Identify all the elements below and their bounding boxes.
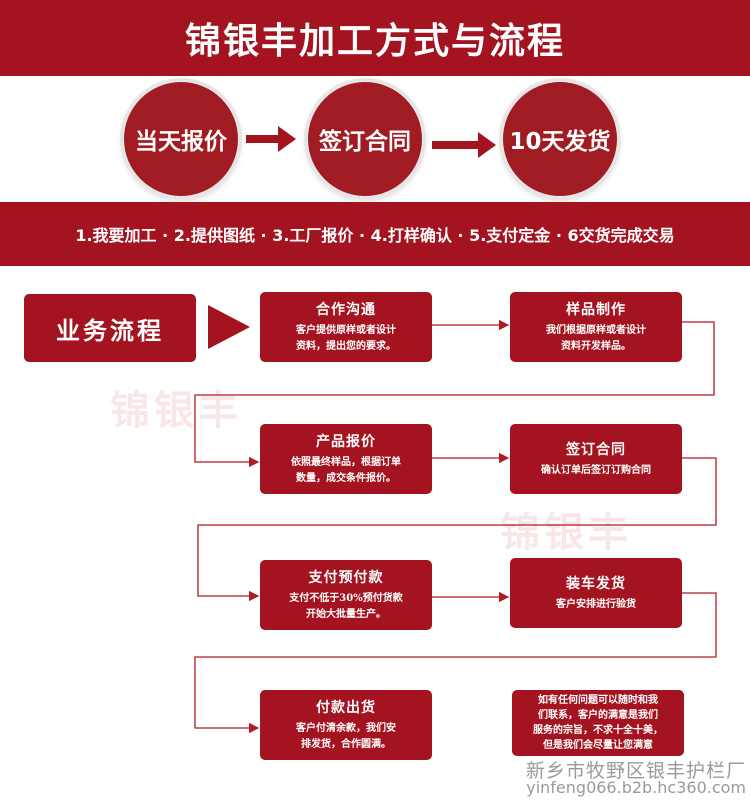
flow-step-body: 客户付清余款，我们安 排发货，合作圆满。 bbox=[296, 721, 396, 753]
footer-company: 新乡市牧野区银丰护栏厂 bbox=[525, 760, 746, 782]
flow-step-body-line: 支付不低于30%预付货款 bbox=[289, 593, 403, 604]
flow-step-communication: 合作沟通 客户提供原样或者设计 资料，提出您的要求。 bbox=[260, 292, 432, 362]
flow-step-body-line: 排发货，合作圆满。 bbox=[301, 739, 391, 750]
flow-step-prepayment: 支付预付款 支付不低于30%预付货款 开始大批量生产。 bbox=[260, 560, 432, 630]
flow-step-body-line: 我们根据原样或者设计 bbox=[546, 325, 646, 336]
flow-step-body-line: 客户安排进行验货 bbox=[556, 599, 636, 610]
note-line: 们联系，客户的满意是我们 bbox=[538, 710, 658, 721]
flow-step-body: 支付不低于30%预付货款 开始大批量生产。 bbox=[289, 591, 402, 623]
note-line: 如有任何问题可以随时和我 bbox=[538, 695, 658, 706]
flow-step-body: 客户安排进行验货 bbox=[556, 597, 636, 613]
flow-step-body: 确认订单后签订订购合同 bbox=[541, 463, 651, 479]
steps-banner-text: 1.我要加工 · 2.提供图纸 · 3.工厂报价 · 4.打样确认 · 5.支付… bbox=[75, 226, 675, 245]
flow-step-body-line: 确认订单后签订订购合同 bbox=[541, 465, 651, 476]
page-title: 锦银丰加工方式与流程 bbox=[184, 21, 565, 62]
flow-step-body-line: 客户付清余款，我们安 bbox=[296, 723, 396, 734]
connector-6-7 bbox=[194, 592, 717, 734]
arrow-right-icon bbox=[246, 126, 296, 152]
connector-2-3 bbox=[194, 321, 715, 468]
flow-step-title: 付款出货 bbox=[316, 700, 376, 716]
circle-sign-contract: 签订合同 bbox=[308, 82, 422, 196]
watermark: 锦银丰 bbox=[110, 388, 242, 434]
flow-step-sample-making: 样品制作 我们根据原样或者设计 资料开发样品。 bbox=[510, 292, 682, 362]
steps-banner: 1.我要加工 · 2.提供图纸 · 3.工厂报价 · 4.打样确认 · 5.支付… bbox=[0, 202, 750, 266]
triangle-right-icon bbox=[208, 305, 250, 349]
footer-url: yinfeng066.b2b.hc360.com bbox=[526, 778, 746, 797]
flow-step-body-line: 资料开发样品。 bbox=[561, 341, 631, 352]
circle-ship-10-days: 10天发货 bbox=[503, 82, 617, 196]
flow-step-shipping: 装车发货 客户安排进行验货 bbox=[510, 558, 682, 628]
flow-step-body: 依照最终样品，根据订单 数量，成交条件报价。 bbox=[291, 455, 401, 487]
connector-4-5 bbox=[197, 457, 717, 602]
watermark: 锦银丰 bbox=[500, 510, 632, 556]
flow-step-body: 我们根据原样或者设计 资料开发样品。 bbox=[546, 323, 646, 355]
title-banner: 锦银丰加工方式与流程 bbox=[0, 0, 750, 76]
circle-quote-today: 当天报价 bbox=[124, 82, 238, 196]
flow-step-payment-delivery: 付款出货 客户付清余款，我们安 排发货，合作圆满。 bbox=[260, 690, 432, 760]
flow-step-quotation: 产品报价 依照最终样品，根据订单 数量，成交条件报价。 bbox=[260, 424, 432, 494]
flow-step-body: 客户提供原样或者设计 资料，提出您的要求。 bbox=[296, 323, 396, 355]
flow-step-contract: 签订合同 确认订单后签订订购合同 bbox=[510, 424, 682, 494]
flow-step-title: 合作沟通 bbox=[316, 302, 376, 318]
flow-step-title: 支付预付款 bbox=[308, 570, 384, 586]
flow-step-body-line: 依照最终样品，根据订单 bbox=[291, 457, 401, 468]
flow-step-body-line: 开始大批量生产。 bbox=[305, 609, 386, 620]
flow-step-title: 样品制作 bbox=[566, 302, 626, 318]
arrow-right-icon bbox=[432, 132, 496, 158]
flow-label: 业务流程 bbox=[24, 294, 196, 362]
note-line: 服务的宗旨，不求十全十美， bbox=[533, 725, 663, 736]
note-line: 但是我们会尽量让您满意 bbox=[543, 740, 653, 751]
flow-step-title: 签订合同 bbox=[566, 442, 626, 458]
flow-step-title: 产品报价 bbox=[316, 434, 376, 450]
flow-step-body-line: 数量，成交条件报价。 bbox=[296, 473, 396, 484]
flow-step-body-line: 资料，提出您的要求。 bbox=[296, 341, 396, 352]
flow-step-body-line: 客户提供原样或者设计 bbox=[296, 325, 396, 336]
contact-note: 如有任何问题可以随时和我 们联系，客户的满意是我们 服务的宗旨，不求十全十美， … bbox=[512, 690, 684, 756]
flow-step-title: 装车发货 bbox=[566, 576, 626, 592]
